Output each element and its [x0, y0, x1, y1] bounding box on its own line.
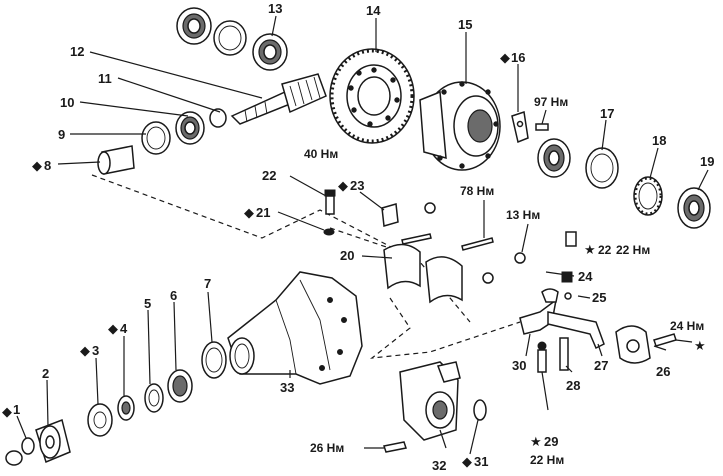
- oil-slinger-sleeve-drawing: [97, 145, 135, 175]
- label-8-group: ◆ 8: [32, 158, 51, 173]
- torque-22a: 22: [598, 243, 612, 257]
- label-23-group: ◆ 23: [338, 178, 364, 193]
- label-28: 28: [566, 378, 580, 393]
- breather-plug-drawing: [323, 189, 336, 236]
- diamond-icon: ◆: [2, 404, 12, 419]
- companion-flange-stack-drawing: [5, 341, 227, 466]
- pinion-front-bearing-drawing: [175, 111, 205, 145]
- label-29: 29: [544, 434, 558, 449]
- diamond-icon: ◆: [32, 158, 42, 173]
- label-3-group: ◆ 3: [80, 343, 99, 358]
- torque-97: 97 Нм: [534, 95, 568, 109]
- label-23: 23: [350, 178, 364, 193]
- label-3: 3: [92, 343, 99, 358]
- drive-pinion-drawing: [230, 73, 327, 125]
- collapsible-spacer-drawing: [209, 108, 227, 128]
- bracket-drawing: [381, 203, 399, 227]
- label-14: 14: [366, 3, 381, 18]
- label-16-group: ◆ 16: [500, 50, 525, 65]
- label-9: 9: [58, 127, 65, 142]
- label-4: 4: [120, 321, 128, 336]
- part-labels: 13 14 15 12 11 10 9 ◆ 8 ◆ 16 97 Нм 17 18…: [2, 1, 714, 473]
- ring-gear-drawing: [329, 48, 415, 144]
- star-icon: ★: [530, 434, 542, 449]
- label-13: 13: [268, 1, 282, 16]
- o-ring-drawing: [473, 399, 487, 421]
- label-16: 16: [511, 50, 525, 65]
- label-31: 31: [474, 454, 488, 469]
- spring-and-ball-drawing: [561, 231, 577, 300]
- pinion-rear-bearing-drawing: [176, 7, 288, 71]
- actuator-assembly-drawing: [399, 361, 461, 441]
- label-6: 6: [170, 288, 177, 303]
- label-27: 27: [594, 358, 608, 373]
- label-15: 15: [458, 17, 472, 32]
- label-26: 26: [656, 364, 670, 379]
- label-25: 25: [592, 290, 606, 305]
- star-icon: ★: [694, 338, 706, 353]
- lock-plate-drawing: [511, 111, 549, 144]
- pin-and-bolt-drawing: [537, 337, 569, 373]
- label-19: 19: [700, 154, 714, 169]
- diamond-icon: ◆: [500, 50, 510, 65]
- differential-case-drawing: [419, 81, 501, 171]
- bearing-outer-race-drawing: [141, 121, 171, 155]
- mount-bolt-drawing: [383, 441, 407, 453]
- star-icon: ★: [584, 242, 596, 257]
- label-20: 20: [340, 248, 354, 263]
- torque-13: 13 Нм: [506, 208, 540, 222]
- torque-22b: 22 Нм: [530, 453, 564, 467]
- side-bearing-right-drawing: [677, 187, 711, 229]
- leader-lines: [16, 15, 709, 455]
- label-21: 21: [256, 205, 270, 220]
- diamond-icon: ◆: [80, 343, 90, 358]
- diamond-icon: ◆: [338, 178, 348, 193]
- label-2: 2: [42, 366, 49, 381]
- parts-drawings: [5, 7, 711, 466]
- diamond-icon: ◆: [108, 321, 118, 336]
- label-31-group: ◆ 31: [462, 454, 488, 469]
- label-33: 33: [280, 380, 294, 395]
- torque-22a-value: 22 Нм: [616, 243, 650, 257]
- label-11: 11: [98, 71, 112, 86]
- torque-24: 24 Нм: [670, 319, 704, 333]
- label-32: 32: [432, 458, 446, 473]
- torque-40: 40 Нм: [304, 147, 338, 161]
- label-1: 1: [13, 402, 20, 417]
- cover-plate-drawing: [615, 325, 677, 364]
- carrier-housing-drawing: [227, 271, 363, 385]
- label-4-group: ◆ 4: [108, 321, 128, 336]
- adjusting-nut-drawing: [633, 176, 663, 216]
- label-30: 30: [512, 358, 526, 373]
- label-8: 8: [44, 158, 51, 173]
- diamond-icon: ◆: [462, 454, 472, 469]
- label-5: 5: [144, 296, 151, 311]
- assembly-guide-lines: [91, 174, 521, 359]
- label-21-group: ◆ 21: [244, 205, 270, 220]
- shift-fork-drawing: [519, 288, 605, 350]
- torque-78: 78 Нм: [460, 184, 494, 198]
- label-10: 10: [60, 95, 74, 110]
- label-22b-group: ★ 22 22 Нм: [584, 242, 650, 257]
- diamond-icon: ◆: [244, 205, 254, 220]
- label-22: 22: [262, 168, 276, 183]
- label-12: 12: [70, 44, 84, 59]
- label-17: 17: [600, 106, 614, 121]
- bearing-caps-drawing: [383, 243, 463, 304]
- bearing-cap-bolts-drawing: [401, 202, 526, 284]
- torque-26: 26 Нм: [310, 441, 344, 455]
- label-24: 24: [578, 269, 593, 284]
- label-18: 18: [652, 133, 666, 148]
- side-bearing-drawing: [537, 138, 619, 189]
- label-29-group: ★ 29: [530, 434, 558, 449]
- label-7: 7: [204, 276, 211, 291]
